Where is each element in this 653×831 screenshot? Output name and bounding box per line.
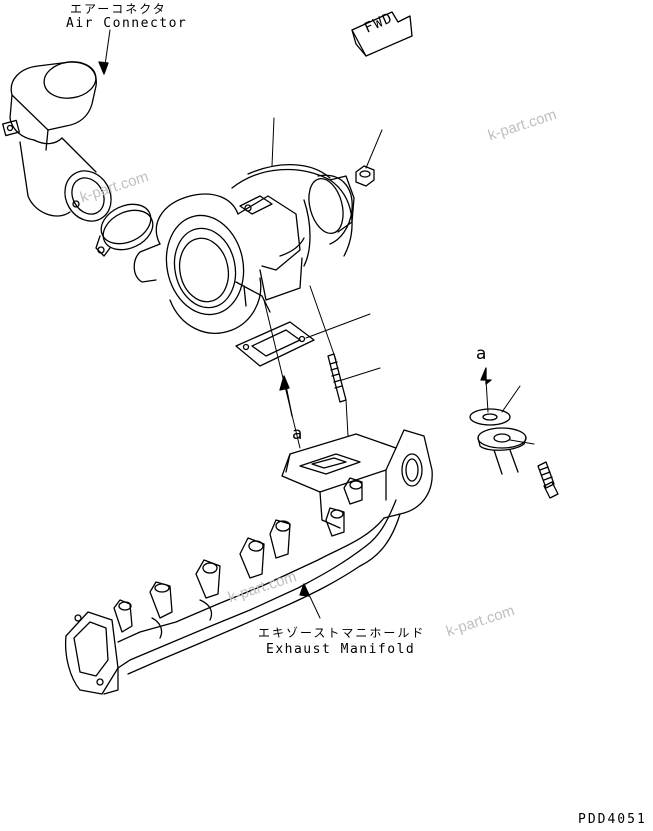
nut-leader [365,129,383,169]
air-connector-arrow [98,61,109,75]
stud-bolt-part [327,353,347,403]
air-connector-label-jp: エアーコネクタ [70,2,167,16]
hose-clamp-part [95,203,154,257]
fitting-leader [509,439,535,445]
reference-a-right: a [476,344,488,364]
fwd-arrow-icon [351,11,413,57]
reference-a-left: a [292,424,304,444]
flange-bolt-part [537,461,559,499]
exhaust-manifold-label-jp: エキゾーストマニホールド [258,626,426,640]
turbo-gasket-part [235,321,315,367]
air-connector-label-en: Air Connector [66,16,188,31]
turbocharger-leader [271,117,275,167]
exhaust-manifold-part [64,429,433,695]
exhaust-manifold-label-en: Exhaust Manifold [266,642,416,657]
nut-part [355,165,375,187]
drawing-code: PDD4051 [578,812,647,827]
ref-a-right-arrow [480,367,492,385]
gasket-leader [305,313,371,339]
oil-gasket-part [469,408,511,426]
oil-gasket-leader [501,385,521,413]
air-connector-part [2,61,112,222]
manifold-arrow [299,583,310,597]
leader-lines [103,29,535,619]
turbocharger-part [133,164,355,334]
flange-fitting-part [477,427,527,475]
stud-leader [341,367,381,381]
arrows [98,61,492,597]
ref-a-left-arrow [279,375,293,417]
